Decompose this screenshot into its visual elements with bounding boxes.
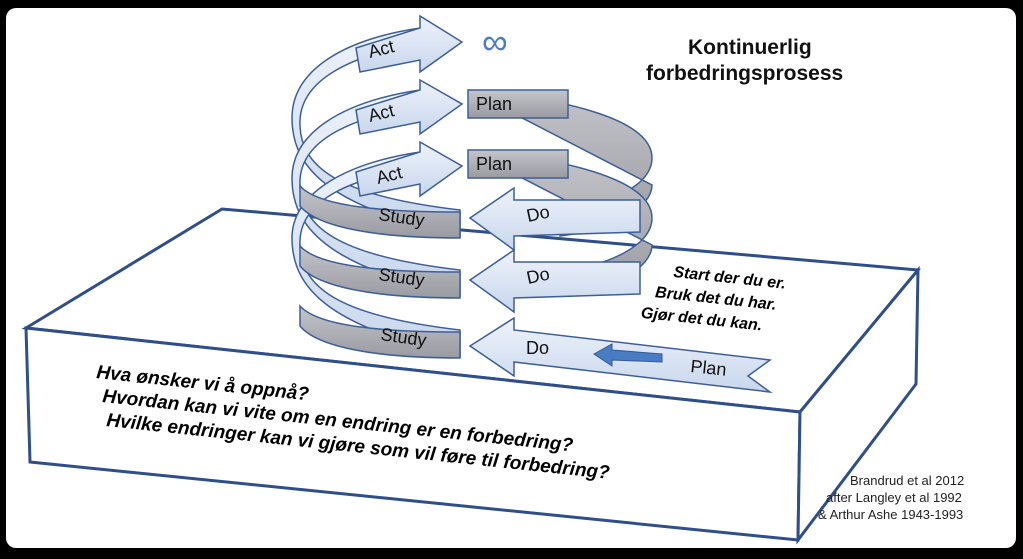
do-arrow-1 xyxy=(468,186,641,252)
base-box xyxy=(21,207,921,545)
plan-label-1: Plan xyxy=(476,94,512,114)
plan-band-1 xyxy=(467,89,569,119)
do-label-1: Do xyxy=(525,202,552,226)
study-band-1 xyxy=(299,184,461,239)
act-arrow-1 xyxy=(355,14,464,74)
act-arrow-2 xyxy=(355,78,464,136)
plan-label-2: Plan xyxy=(476,154,512,174)
credit-line-1: Brandrud et al 2012 xyxy=(850,473,964,488)
base-box-side xyxy=(796,265,920,545)
title-line-2: forbedringsprosess xyxy=(646,62,843,85)
do-arrow-2 xyxy=(468,248,641,314)
base-plan-label: Plan xyxy=(690,356,728,380)
study-band-2 xyxy=(299,244,461,299)
infinity-symbol: ∞ xyxy=(482,21,508,62)
credit-line-2: after Langley et al 1992 xyxy=(826,490,962,505)
credits: Brandrud et al 2012 after Langley et al … xyxy=(818,473,964,522)
direction-arrow xyxy=(593,343,663,367)
do-label-3: Do xyxy=(526,338,549,358)
do-label-2: Do xyxy=(525,264,552,288)
study-band-3 xyxy=(299,304,461,359)
spiral xyxy=(291,14,773,394)
plan-band-2 xyxy=(467,149,569,179)
act-arrow-3 xyxy=(355,140,464,198)
credit-line-3: & Arthur Ashe 1943-1993 xyxy=(818,507,963,522)
title-line-1: Kontinuerlig xyxy=(688,36,812,59)
